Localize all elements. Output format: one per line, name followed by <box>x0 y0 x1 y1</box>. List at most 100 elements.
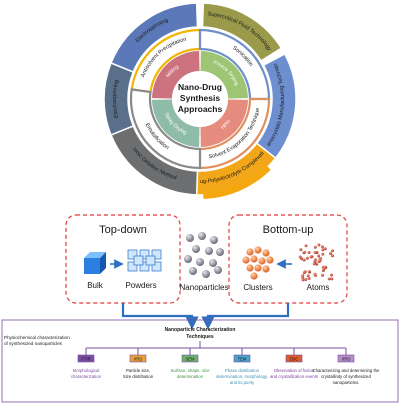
wheel-center <box>172 71 228 127</box>
atom-dot <box>330 273 333 277</box>
atom-dot <box>323 247 327 251</box>
outer-highlight-band <box>203 164 271 199</box>
technique-tag: XRD <box>134 357 143 362</box>
technique-tag-box <box>181 354 199 363</box>
side-label-line-1: Physiochemical characterization <box>4 335 70 340</box>
technique-description: Phase distribution <box>225 368 260 373</box>
inner-segment <box>152 99 200 147</box>
cluster-particle <box>262 265 270 273</box>
cluster-particle <box>266 256 274 264</box>
technique-description: Morphological <box>73 368 100 373</box>
wheel-center-line-1: Nano-Drug <box>178 82 222 92</box>
atom-dot <box>306 274 310 278</box>
atom-dot <box>304 244 308 248</box>
technique-nodes: FTIRMorphologicalcharacterizationXRDPart… <box>71 348 380 385</box>
technique-tag-box <box>233 354 251 363</box>
atom-dot <box>307 276 311 280</box>
bottomup-title: Bottom-up <box>263 224 314 236</box>
atoms-label: Atoms <box>307 283 330 292</box>
cluster-particle <box>246 264 254 272</box>
powder-cube <box>127 261 138 272</box>
atom-dot <box>314 251 318 254</box>
nanoparticle <box>216 248 224 256</box>
technique-tag: SEM <box>185 357 195 362</box>
nanoparticle <box>196 258 204 266</box>
atom-dot <box>313 245 317 249</box>
technique-description: and its purity <box>230 380 255 385</box>
clusters-icon <box>242 246 274 280</box>
powder-cube <box>133 255 144 266</box>
powder-cube <box>151 261 162 272</box>
cluster-particle <box>250 272 258 280</box>
outer-segment <box>110 2 199 74</box>
cluster-particle <box>242 256 250 264</box>
atoms-icon <box>298 243 334 282</box>
atom-dot <box>318 259 322 263</box>
technique-tag-box <box>129 354 147 363</box>
nanoparticles-label: Nanoparticles <box>180 283 229 292</box>
nanoparticle <box>205 247 213 255</box>
atom-dot <box>298 255 302 259</box>
atom-dot <box>301 278 305 282</box>
technique-description: Characterizing and determining the <box>313 368 380 373</box>
cluster-particle <box>246 248 254 256</box>
characterization-header-line-1: Nanoparticle Characterization <box>165 327 236 333</box>
middle-segment <box>129 88 202 170</box>
atom-dot <box>322 267 326 271</box>
outer-segment <box>103 62 135 136</box>
atom-dot <box>299 248 303 252</box>
atom-dot <box>329 252 332 255</box>
atom-dot <box>314 273 317 277</box>
cluster-particle <box>250 255 258 263</box>
nanoparticle <box>184 255 192 263</box>
characterization-header-line-2: Techniques <box>186 334 214 340</box>
nanoparticle <box>189 267 197 275</box>
technique-tag: TEM <box>238 357 247 362</box>
nanoparticle <box>192 245 200 253</box>
synthesis-routes: Top-down Bulk Powders Nanoparticles Bott… <box>65 214 348 330</box>
technique-tag-box <box>77 354 95 363</box>
atom-dot <box>317 243 321 247</box>
technique-tag-box <box>285 354 303 363</box>
characterization-frame <box>1 319 399 403</box>
atom-dot <box>321 252 325 256</box>
nanoparticles-icon <box>184 232 224 278</box>
atom-dot <box>320 245 324 249</box>
inner-segment <box>200 99 248 147</box>
outer-segment-label: Electrospinning <box>112 79 120 118</box>
cluster-particle <box>254 246 262 254</box>
atom-dot <box>331 254 334 258</box>
atom-dot <box>309 255 313 259</box>
powder-cube <box>139 249 150 260</box>
atom-dot <box>317 254 321 258</box>
powder-cube <box>127 249 138 260</box>
characterization-section: Nanoparticle Characterization Techniques… <box>1 319 399 403</box>
atom-dot <box>301 275 305 279</box>
outer-segment <box>201 2 283 62</box>
atom-dot <box>331 249 334 253</box>
atom-dot <box>302 258 306 262</box>
bulk-label: Bulk <box>87 281 104 290</box>
technique-description: Particle size, <box>126 368 150 373</box>
atom-dot <box>321 273 324 277</box>
wheel-center-line-3: Approachs <box>178 104 223 114</box>
cluster-particle <box>258 257 266 265</box>
side-label-line-2: of synthesized nanoparticles <box>4 341 63 346</box>
technique-description: nanoparticles. <box>333 380 360 385</box>
technique-tag: FTIR <box>81 357 90 362</box>
bottomup-to-characterization-arrow <box>201 303 290 330</box>
powder-cube <box>139 261 150 272</box>
cluster-particle <box>262 249 270 257</box>
powders-icon <box>127 249 162 272</box>
nanoparticle <box>210 236 218 244</box>
technique-description: Surface, shape, size <box>171 368 211 373</box>
inner-segment <box>152 51 200 99</box>
atom-dot <box>302 271 306 275</box>
powder-cube <box>145 255 156 266</box>
nanoparticle <box>198 232 206 240</box>
inner-segment <box>200 51 248 99</box>
atom-dot <box>315 262 319 266</box>
wheel-center-line-2: Synthesis <box>180 93 220 103</box>
